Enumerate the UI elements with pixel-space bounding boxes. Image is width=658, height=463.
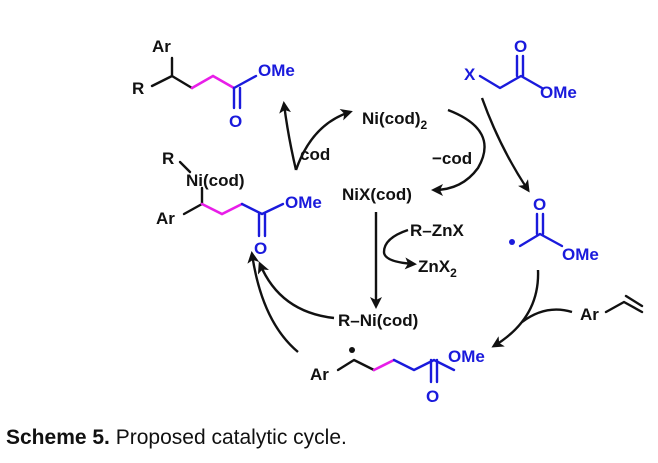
benzylic-ome: OMe xyxy=(448,347,485,366)
caption-text: Proposed catalytic cycle. xyxy=(109,426,347,449)
halo-ester-ome: OMe xyxy=(540,83,577,102)
ni-cod2-label: Ni(cod)2 xyxy=(362,109,428,132)
product-carbonyl-o: O xyxy=(229,112,242,131)
r-znx-label: R–ZnX xyxy=(410,221,465,240)
nix-cod-label: NiX(cod) xyxy=(342,185,412,204)
alkyl-ni-ar: Ar xyxy=(156,209,175,228)
figure-caption: Scheme 5. Proposed catalytic cycle. xyxy=(6,426,347,450)
arrow-r-ni-to-alkyl-ni xyxy=(257,261,335,320)
product-ar: Ar xyxy=(152,37,171,56)
radical-ester-ome: OMe xyxy=(562,245,599,264)
product-r: R xyxy=(132,79,144,98)
alkyl-ni-r: R xyxy=(162,149,174,168)
caption-label: Scheme 5. xyxy=(6,426,110,449)
arrow-ni-cod2-to-nix xyxy=(431,108,486,196)
arrow-r-znx-in xyxy=(382,228,417,270)
arrow-styrene-in xyxy=(521,308,573,323)
catalytic-cycle-scheme: Ar R OMe O Ni(cod)2 X O OMe R Ni(cod) Ar… xyxy=(132,37,644,406)
product-ome: OMe xyxy=(258,61,295,80)
znx2-label: ZnX2 xyxy=(418,257,457,280)
radical-ester: O OMe xyxy=(509,195,599,264)
alkyl-ni-carbonyl-o: O xyxy=(254,239,267,258)
arrow-reductive-elimination xyxy=(294,108,353,171)
arrow-to-product xyxy=(279,101,298,171)
minus-cod-label: −cod xyxy=(432,149,472,168)
cod-label: cod xyxy=(300,145,330,164)
halo-ester: X O OMe xyxy=(464,37,577,102)
benzylic-ar: Ar xyxy=(310,365,329,384)
benzylic-radical: Ar OMe O xyxy=(310,347,485,406)
radical-ester-o: O xyxy=(533,195,546,214)
benzylic-carbonyl-o: O xyxy=(426,387,439,406)
halo-ester-o: O xyxy=(514,37,527,56)
styrene-ar: Ar xyxy=(580,305,599,324)
styrene: Ar xyxy=(580,294,644,324)
arrow-radical-capture xyxy=(247,251,299,353)
alkyl-ni-ome: OMe xyxy=(285,193,322,212)
alkyl-nickel-intermediate: R Ni(cod) Ar OMe O xyxy=(156,149,322,258)
halo-ester-x: X xyxy=(464,65,476,84)
arrow-halide-to-radical xyxy=(480,97,530,193)
r-ni-cod-label: R–Ni(cod) xyxy=(338,311,418,330)
arrow-radical-to-adduct xyxy=(491,269,540,348)
product-ester: Ar R OMe O xyxy=(132,37,295,131)
alkyl-ni-ni-cod: Ni(cod) xyxy=(186,171,245,190)
